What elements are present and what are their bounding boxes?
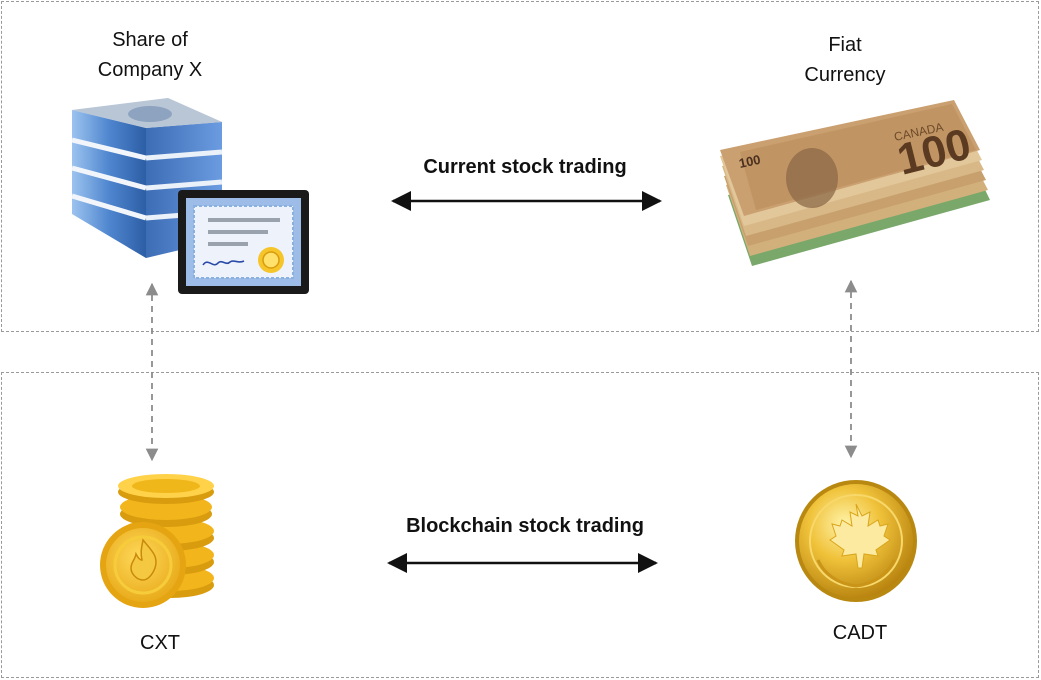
share-label-line2: Company X: [97, 59, 203, 81]
banknote-denomination-small: 100: [738, 152, 762, 171]
bottom-panel: [1, 372, 1039, 678]
share-label-line1: Share of: [112, 29, 188, 51]
cadt-label: CADT: [832, 622, 888, 644]
maple-leaf-coin-icon: [795, 480, 917, 602]
cxt-label: CXT: [140, 632, 180, 654]
fiat-currency-label: Fiat Currency: [770, 30, 920, 90]
banknote-stack-icon: CANADA 100 100: [720, 100, 990, 266]
share-of-company-label: Share of Company X: [60, 25, 240, 85]
current-trading-label: Current stock trading: [423, 156, 627, 178]
top-panel: [1, 1, 1039, 332]
coin-stack-icon: [100, 474, 214, 608]
fiat-label-line2: Currency: [804, 64, 886, 86]
blockchain-trading-label: Blockchain stock trading: [406, 515, 644, 537]
fiat-label-line1: Fiat: [828, 34, 862, 56]
share-certificate-icon: [178, 190, 309, 294]
